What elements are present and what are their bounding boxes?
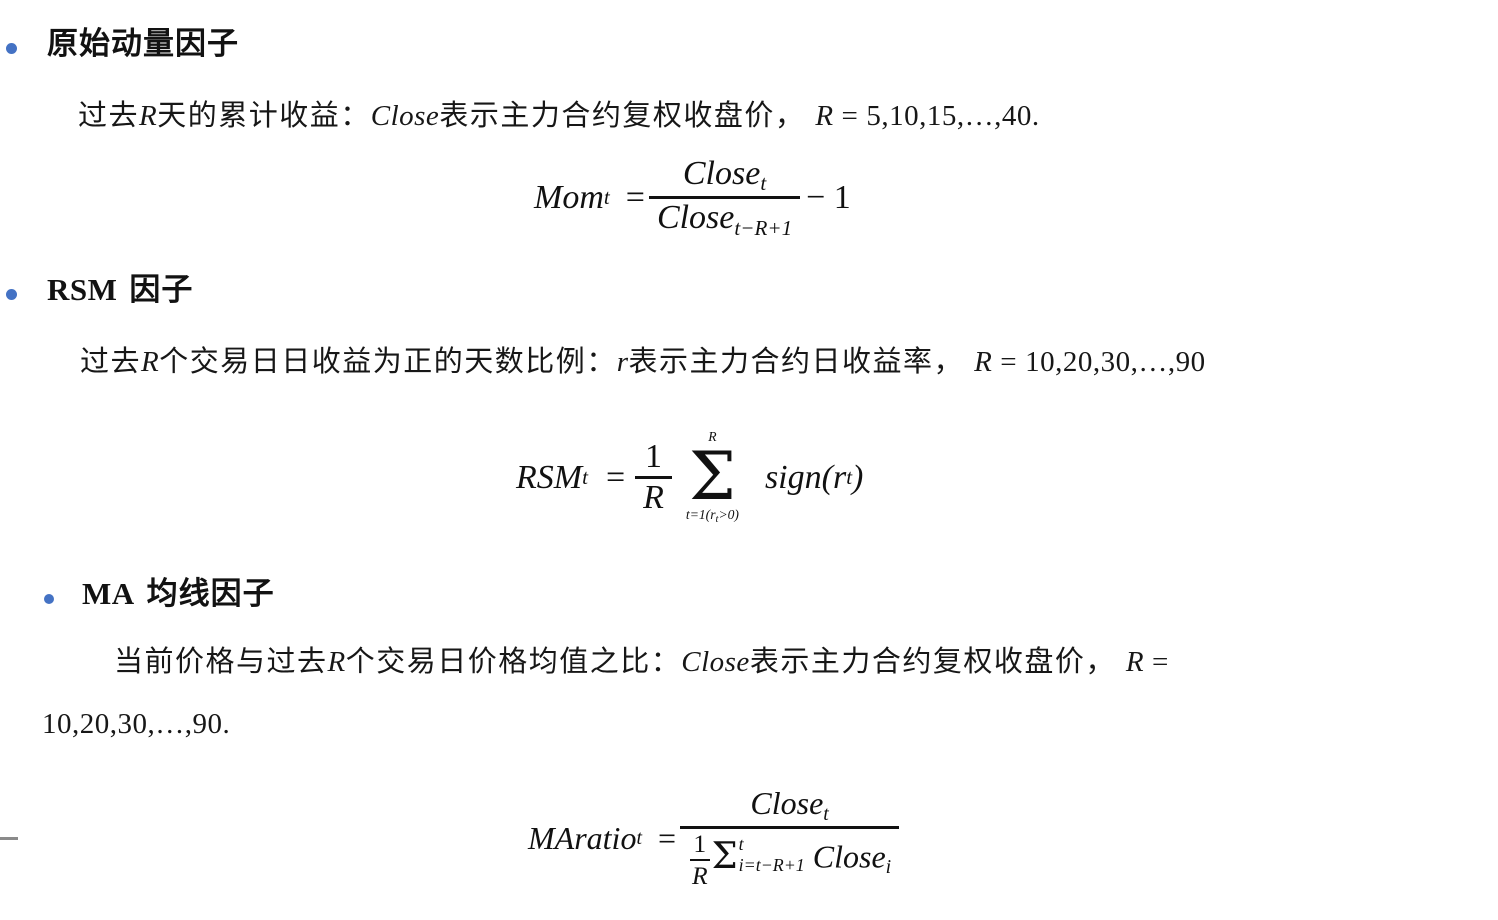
left-margin-mark — [0, 837, 18, 840]
sum-upper-limit: t — [738, 834, 744, 855]
description-ma-line1: 当前价格与过去R个交易日价格均值之比：Close表示主力合约复权收盘价，R= — [114, 638, 1169, 680]
formula-mom-lhs: Mom — [534, 178, 604, 216]
desc-var-R: R — [139, 100, 158, 132]
description-ma-line2: 10,20,30,…,90. — [42, 708, 230, 741]
desc-text-part3: 表示主力合约日收益率， — [628, 344, 965, 378]
bullet-point-icon — [6, 289, 17, 300]
formula-rsm-summand: sign(r — [764, 458, 847, 496]
desc-text-part3: 表示主力合约复权收盘价， — [749, 644, 1116, 678]
heading-momentum-label: 原始动量因子 — [47, 26, 239, 62]
desc-var-R: R — [327, 646, 346, 678]
desc-var-close: Close — [681, 646, 750, 678]
description-momentum: 过去R天的累计收益：Close表示主力合约复权收盘价，R=5,10,15,…,4… — [78, 92, 1040, 134]
heading-rsm-latin: RSM — [47, 272, 118, 307]
desc-var-R2: R — [815, 100, 834, 132]
sum-lower-limit: i=t−R+1 — [738, 855, 805, 876]
formula-ma-lhs: MAratio — [528, 819, 637, 856]
formula-rsm-summand-tail: ) — [852, 458, 864, 496]
formula-mom-denominator: Closet−R+1 — [656, 199, 793, 240]
section-heading-rsm: RSM 因子 — [6, 264, 193, 309]
formula-rsm-frac-den: R — [643, 479, 664, 517]
desc-range: 10,20,30,…,90 — [42, 708, 223, 740]
formula-mom-numerator: Closet — [682, 155, 767, 196]
heading-rsm-label: 因子 — [129, 272, 194, 308]
inner-fraction-one-over-R: 1 R — [690, 828, 710, 891]
desc-text-part1: 过去 — [78, 98, 140, 132]
section-heading-ma: MA 均线因子 — [44, 568, 275, 613]
desc-var-R: R — [141, 346, 160, 378]
formula-rsm-fraction: 1 R — [635, 438, 672, 517]
desc-equals: = — [1000, 346, 1018, 378]
desc-var-R2: R — [974, 346, 993, 378]
heading-ma-latin: MA — [82, 576, 135, 611]
description-rsm: 过去R个交易日日收益为正的天数比例：r表示主力合约日收益率，R=10,20,30… — [80, 338, 1206, 380]
summation-operator: R Σ t=1(rt>0) — [685, 429, 739, 525]
formula-mom-tail: − 1 — [806, 178, 851, 216]
desc-text-part1: 过去 — [80, 344, 142, 378]
desc-text-part3: 表示主力合约复权收盘价， — [439, 98, 806, 132]
formula-mom-lhs-sub: t — [603, 185, 610, 210]
formula-mom-equals: = — [625, 178, 645, 216]
fraction-bar — [690, 858, 710, 862]
desc-text-part2: 个交易日价格均值之比： — [345, 644, 682, 678]
formula-mom-fraction: Closet Closet−R+1 — [648, 155, 801, 241]
desc-var-close: Close — [370, 100, 440, 132]
desc-range: 10,20,30,…,90 — [1025, 346, 1206, 378]
heading-ma-label: 均线因子 — [146, 576, 275, 612]
fraction-bar — [635, 476, 672, 480]
sigma-icon: Σ — [711, 833, 738, 877]
formula-ma-den-term-sub: i — [885, 856, 892, 879]
desc-range: 5,10,15,…,40 — [866, 100, 1032, 132]
formula-rsm-lhs-sub: t — [582, 465, 588, 490]
formula-rsm-frac-num: 1 — [645, 438, 663, 476]
section-heading-momentum: 原始动量因子 — [6, 18, 239, 63]
fraction-bar — [648, 196, 801, 200]
formula-ma-equals: = — [657, 819, 676, 856]
desc-text-part2: 个交易日日收益为正的天数比例： — [159, 344, 617, 378]
formula-rsm-lhs: RSM — [516, 458, 583, 496]
formula-ma-lhs-sub: t — [636, 826, 642, 849]
desc-text-part1: 当前价格与过去 — [114, 644, 328, 678]
desc-text-part2: 天的累计收益： — [157, 98, 371, 132]
bullet-point-icon — [44, 594, 54, 604]
sigma-icon: Σ — [689, 436, 736, 515]
sum-upper-limit: R — [708, 429, 717, 444]
desc-period: . — [1031, 100, 1040, 132]
desc-period: . — [222, 708, 231, 740]
desc-equals: = — [841, 100, 859, 132]
fraction-bar — [680, 825, 900, 829]
formula-ma-numerator: Closet — [750, 785, 829, 825]
desc-var-R2: R — [1125, 646, 1145, 678]
sum-lower-limit: t=1(rt>0) — [685, 506, 739, 525]
formula-rsm-summand-sub: t — [846, 465, 853, 490]
desc-equals: = — [1152, 646, 1169, 678]
desc-var-r: r — [616, 346, 629, 378]
formula-rsm-equals: = — [605, 458, 626, 496]
formula-ma-den-term: Close — [812, 838, 886, 875]
bullet-point-icon — [6, 43, 17, 54]
